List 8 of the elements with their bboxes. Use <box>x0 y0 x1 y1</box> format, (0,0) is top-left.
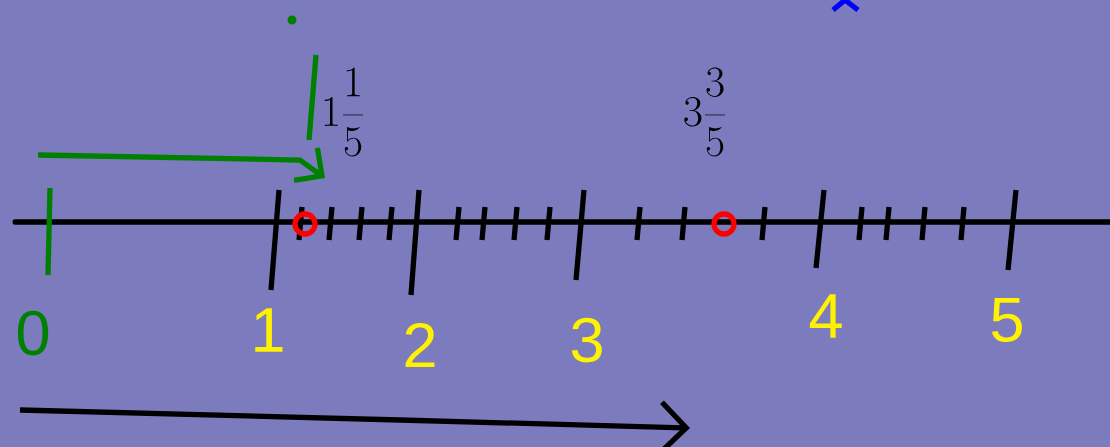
mixed-number: $1\frac{1}{5}$ <box>324 67 364 157</box>
number-label: 1 <box>255 308 283 352</box>
number-label: 2 <box>405 322 435 368</box>
mixed-number: $3\frac{3}{5}$ <box>684 67 726 157</box>
number-label: 3 <box>571 317 602 363</box>
number-label: 5 <box>991 297 1022 343</box>
number-label: 4 <box>809 294 842 338</box>
number-label: 0 <box>17 310 49 356</box>
